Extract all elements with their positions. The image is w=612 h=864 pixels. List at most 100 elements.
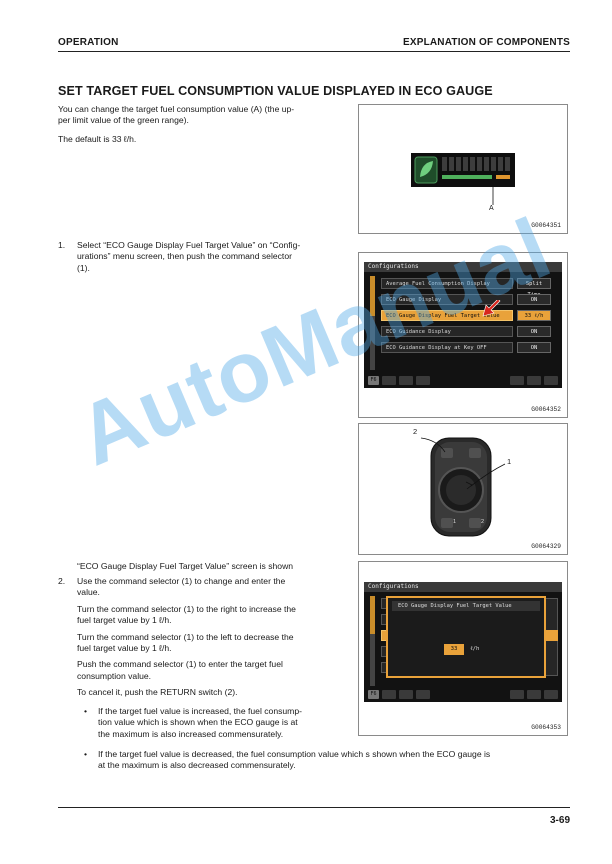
figure-code: G0064351 bbox=[531, 222, 561, 229]
step2-line: consumption value. bbox=[77, 670, 152, 681]
menu-row-eco-guidance-key-off[interactable]: ECO Guidance Display at Key OFF bbox=[381, 342, 513, 353]
scrollbar-track bbox=[370, 276, 375, 370]
intro-default: The default is 33 ℓ/h. bbox=[58, 133, 137, 144]
menu-row-fuel-target-value[interactable]: ECO Gauge Display Fuel Target Value bbox=[381, 310, 513, 321]
f6-button[interactable]: F6 bbox=[368, 690, 379, 699]
step2-line: value. bbox=[77, 587, 100, 598]
callout-1: 1 bbox=[507, 457, 512, 466]
icon-button[interactable] bbox=[399, 690, 413, 699]
icon-button[interactable] bbox=[510, 376, 524, 385]
green-range-bar bbox=[442, 175, 492, 179]
monitor-screen: Configurations Average Fuel Consumption … bbox=[364, 262, 562, 388]
figure-eco-gauge: A G0064351 bbox=[358, 104, 568, 234]
icon-button[interactable] bbox=[510, 690, 524, 699]
bullet-line: at the maximum is also decreased commens… bbox=[98, 760, 296, 771]
footer-rule bbox=[58, 807, 570, 808]
figure-configurations-menu: Configurations Average Fuel Consumption … bbox=[358, 252, 568, 418]
gauge-segments bbox=[442, 157, 510, 171]
callout-line-2 bbox=[420, 437, 446, 453]
menu-row-average-fuel[interactable]: Average Fuel Consumption Display bbox=[381, 278, 513, 289]
selector-dial-center bbox=[446, 475, 476, 505]
icon-button[interactable] bbox=[382, 376, 396, 385]
icon-button[interactable] bbox=[382, 690, 396, 699]
bullet-1: • bbox=[84, 706, 88, 716]
bullet-line: tion value which is shown when the ECO g… bbox=[98, 717, 298, 728]
value-column-highlight bbox=[544, 630, 558, 641]
bullet-2-text: If the target fuel value is decreased, t… bbox=[98, 749, 570, 772]
step1-line: (1). bbox=[77, 262, 90, 273]
intro-line: You can change the target fuel consumpti… bbox=[58, 104, 295, 114]
eco-gauge-illustration bbox=[411, 153, 515, 205]
step2-line: fuel target value by 1 ℓ/h. bbox=[77, 615, 172, 626]
step1-line: urations” menu screen, then push the com… bbox=[77, 251, 292, 262]
bullet-1-text: If the target fuel value is increased, t… bbox=[98, 706, 348, 740]
figure-code: G0064329 bbox=[531, 543, 561, 550]
button-label-1: 1 bbox=[453, 519, 457, 525]
section-title: SET TARGET FUEL CONSUMPTION VALUE DISPLA… bbox=[58, 84, 493, 98]
intro-text: You can change the target fuel consumpti… bbox=[58, 104, 348, 145]
menu-row-eco-guidance[interactable]: ECO Guidance Display bbox=[381, 326, 513, 337]
scrollbar-track bbox=[370, 596, 375, 686]
step2-line: Use the command selector (1) to change a… bbox=[77, 576, 286, 586]
top-right-switch bbox=[469, 448, 481, 458]
intro-line: per limit value of the green range). bbox=[58, 115, 189, 126]
icon-button[interactable] bbox=[416, 690, 430, 699]
figure-code: G0064353 bbox=[531, 724, 561, 731]
menu-value: ON bbox=[517, 342, 551, 353]
icon-button[interactable] bbox=[527, 690, 541, 699]
pointer-arrow bbox=[489, 180, 497, 188]
icon-button[interactable] bbox=[416, 376, 430, 385]
step1-line: Select “ECO Gauge Display Fuel Target Va… bbox=[77, 240, 301, 250]
figure-command-selector: 2 1 1 2 G0064329 bbox=[358, 423, 568, 555]
callout-2: 2 bbox=[413, 427, 418, 436]
label-a: A bbox=[489, 205, 494, 212]
step2-line: Turn the command selector (1) to the lef… bbox=[77, 631, 294, 642]
button-label-2: 2 bbox=[481, 519, 485, 525]
screen-title: Configurations bbox=[364, 582, 562, 592]
step2-line: Push the command selector (1) to enter t… bbox=[77, 659, 283, 670]
step1-number: 1. bbox=[58, 240, 66, 250]
scrollbar-thumb bbox=[370, 596, 375, 634]
leaf-shape bbox=[420, 161, 433, 177]
bullet-line: If the target fuel value is decreased, t… bbox=[98, 749, 491, 759]
icon-button[interactable] bbox=[544, 376, 558, 385]
monitor-screen: Configurations ECO Gauge Display Fuel Ta… bbox=[364, 582, 562, 702]
target-value-field[interactable]: 33 bbox=[444, 644, 464, 655]
red-arrow-icon bbox=[482, 300, 501, 317]
bullet-2: • bbox=[84, 749, 88, 759]
screen-shown-note: “ECO Gauge Display Fuel Target Value” sc… bbox=[77, 561, 294, 571]
callout-line-1 bbox=[470, 463, 506, 487]
header-left: OPERATION bbox=[58, 37, 119, 48]
bullet-line: the maximum is also increased commensura… bbox=[98, 728, 284, 739]
callout-arrow bbox=[465, 481, 473, 490]
page-number: 3-69 bbox=[549, 815, 570, 826]
figure-fuel-target-dialog: Configurations ECO Gauge Display Fuel Ta… bbox=[358, 561, 568, 736]
figure-code: G0064352 bbox=[531, 406, 561, 413]
step2-line: fuel target value by 1 ℓ/h. bbox=[77, 643, 172, 654]
step2-text: Use the command selector (1) to change a… bbox=[77, 576, 347, 699]
bullet-line: If the target fuel value is increased, t… bbox=[98, 706, 302, 716]
fuel-target-dialog: ECO Gauge Display Fuel Target Value 33 ℓ… bbox=[386, 596, 546, 678]
screen-title: Configurations bbox=[364, 262, 562, 272]
f6-button[interactable]: F6 bbox=[368, 376, 379, 385]
header-right: EXPLANATION OF COMPONENTS bbox=[402, 37, 570, 48]
step1-text: Select “ECO Gauge Display Fuel Target Va… bbox=[77, 240, 347, 274]
step2-number: 2. bbox=[58, 576, 66, 586]
command-selector-illustration bbox=[420, 437, 506, 537]
header-rule bbox=[58, 51, 570, 52]
bottom-left-switch bbox=[441, 518, 453, 528]
dialog-title: ECO Gauge Display Fuel Target Value bbox=[392, 601, 540, 611]
icon-button[interactable] bbox=[399, 376, 413, 385]
menu-value-selected: 33 ℓ/h bbox=[517, 310, 551, 321]
orange-range-bar bbox=[496, 175, 510, 179]
step2-line: To cancel it, push the RETURN switch (2)… bbox=[77, 687, 238, 698]
menu-row-eco-gauge-display[interactable]: ECO Gauge Display bbox=[381, 294, 513, 305]
target-value-unit: ℓ/h bbox=[470, 646, 480, 652]
scrollbar-thumb bbox=[370, 276, 375, 316]
bottom-right-switch bbox=[469, 518, 481, 528]
menu-value: ON bbox=[517, 326, 551, 337]
icon-button[interactable] bbox=[544, 690, 558, 699]
menu-value: ON bbox=[517, 294, 551, 305]
icon-button[interactable] bbox=[527, 376, 541, 385]
step2-line: Turn the command selector (1) to the rig… bbox=[77, 603, 296, 614]
